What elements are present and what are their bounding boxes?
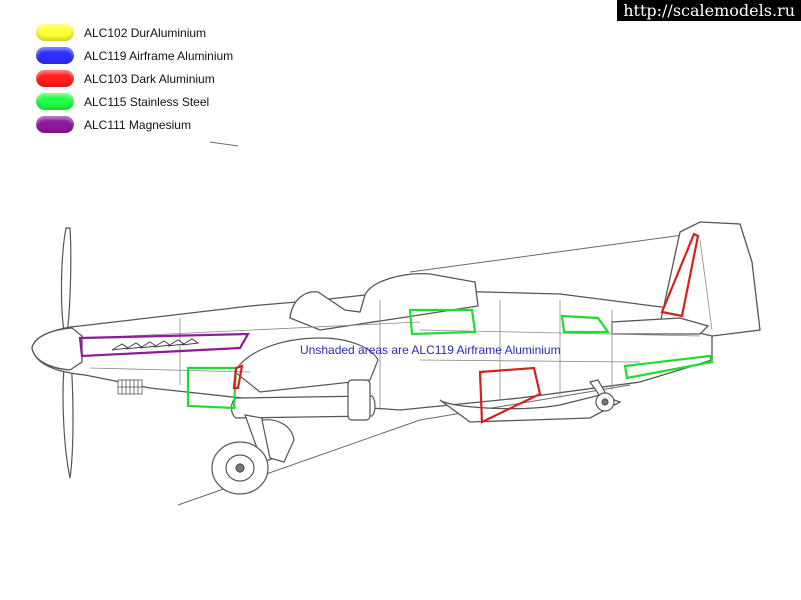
legend-swatch-green (36, 93, 74, 110)
legend-label: ALC119 Airframe Aluminium (84, 49, 234, 63)
fuselage (31, 221, 761, 423)
legend-item-magnesium: ALC111 Magnesium (36, 114, 296, 137)
legend-label: ALC103 Dark Aluminium (84, 72, 215, 86)
color-legend: ALC102 DurAluminium ALC119 Airframe Alum… (36, 22, 296, 137)
exhaust-stacks (111, 338, 200, 351)
stainless-steel-zones (186, 308, 714, 410)
magnesium-zone (78, 332, 250, 358)
dark-aluminium-zones (232, 232, 700, 424)
legend-swatch-blue (36, 47, 74, 64)
legend-item-airframe-aluminium: ALC119 Airframe Aluminium (36, 45, 296, 68)
unshaded-areas-note: Unshaded areas are ALC119 Airframe Alumi… (300, 343, 561, 357)
legend-swatch-purple (36, 116, 74, 133)
legend-label: ALC102 DurAluminium (84, 26, 207, 40)
legend-item-durAluminium: ALC102 DurAluminium (36, 22, 296, 45)
propeller (60, 227, 74, 479)
legend-swatch-red (36, 70, 74, 87)
legend-label: ALC115 Stainless Steel (84, 95, 210, 109)
legend-label: ALC111 Magnesium (84, 118, 191, 132)
legend-item-dark-aluminium: ALC103 Dark Aluminium (36, 68, 296, 91)
legend-item-stainless-steel: ALC115 Stainless Steel (36, 91, 296, 114)
panel-lines (84, 239, 713, 410)
site-watermark: http://scalemodels.ru (617, 0, 801, 21)
legend-swatch-yellow (36, 24, 74, 41)
intake-grille (117, 379, 143, 395)
wing-and-gear (211, 337, 615, 495)
